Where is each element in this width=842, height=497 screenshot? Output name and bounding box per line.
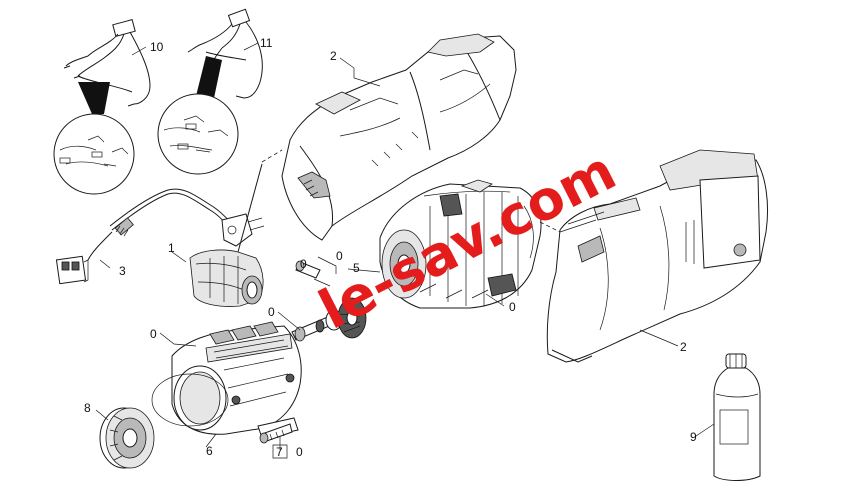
cord-strain-relief (114, 217, 134, 237)
callout-2-top: 2 (330, 49, 337, 63)
callout-3: 3 (119, 264, 126, 278)
callout-2-right: 2 (680, 340, 687, 354)
motor-armature (379, 179, 542, 309)
part-11-wire-harness (157, 8, 263, 175)
callout-9: 9 (690, 430, 697, 444)
part-6-lower-housing (151, 321, 302, 439)
leader-lines (95, 42, 715, 450)
callout-labels: 10 11 2 1 3 0 5 0 0 0 0 2 8 6 7 0 9 (84, 36, 697, 459)
callout-0-a: 0 (336, 249, 343, 263)
part-2-upper-housing (261, 33, 517, 241)
part-10-wire-harness (53, 19, 151, 195)
callout-0-f: 0 (296, 445, 303, 459)
callout-1: 1 (168, 241, 175, 255)
callout-7-box (272, 444, 288, 459)
mains-plug (221, 213, 265, 247)
part-3-power-cord (55, 188, 265, 285)
part-2-outer-casing (539, 149, 769, 363)
callout-5: 5 (353, 261, 360, 275)
shaft-assembly (291, 260, 367, 342)
part-7-screw (259, 423, 293, 444)
callout-11: 11 (260, 36, 273, 50)
fan-wheel (337, 297, 367, 339)
callout-0-e: 0 (150, 327, 157, 341)
part-9-oil-bottle (713, 353, 761, 481)
callout-0-c: 0 (268, 305, 275, 319)
small-pin-5 (295, 260, 321, 279)
callout-6: 6 (206, 444, 213, 458)
callout-7: 7 (276, 445, 283, 459)
callout-10: 10 (150, 40, 164, 54)
part-8-pulley (99, 407, 155, 469)
callout-8: 8 (84, 401, 91, 415)
part-1-end-cap (189, 163, 264, 307)
callout-0-d: 0 (509, 300, 516, 314)
callout-0-b: 0 (300, 257, 307, 271)
